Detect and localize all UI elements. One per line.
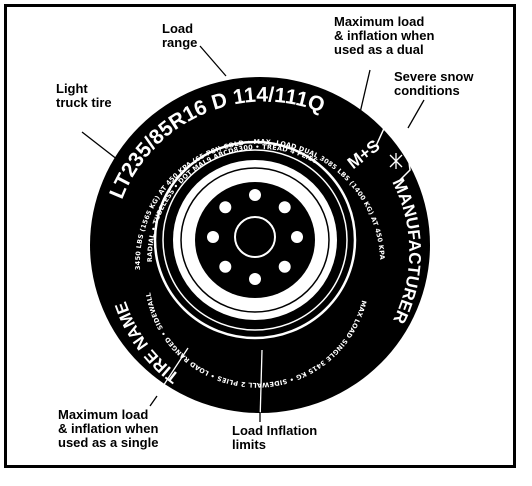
lug-hole — [219, 261, 231, 273]
callout-light-truck: Light truck tire — [56, 82, 112, 110]
lug-hole — [279, 261, 291, 273]
hub — [239, 221, 271, 253]
lug-hole — [249, 273, 261, 285]
callout-max-load-dual: Maximum load & inflation when used as a … — [334, 15, 434, 57]
lug-hole — [207, 231, 219, 243]
callout-max-load-single: Maximum load & inflation when used as a … — [58, 408, 158, 450]
leader-snow — [408, 100, 424, 128]
callout-load-range: Load range — [162, 22, 197, 50]
lug-hole — [219, 201, 231, 213]
lug-hole — [279, 201, 291, 213]
leader-light-truck — [82, 132, 118, 160]
lug-hole — [291, 231, 303, 243]
callout-load-inflation-limits: Load Inflation limits — [232, 424, 317, 452]
callout-severe-snow: Severe snow conditions — [394, 70, 474, 98]
lug-hole — [249, 189, 261, 201]
leader-load-range — [200, 46, 226, 76]
